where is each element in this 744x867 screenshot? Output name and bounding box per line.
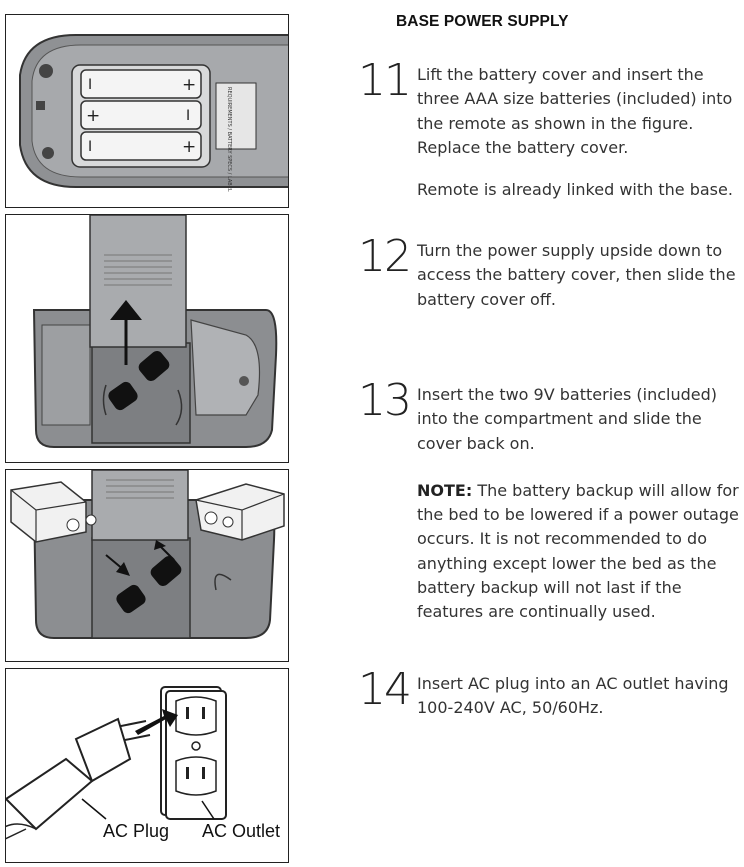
svg-text:I: I	[186, 108, 190, 124]
note-text: The battery backup will allow for the be…	[417, 481, 739, 622]
nine-volt-battery-illustration	[10, 470, 285, 639]
note-label: NOTE:	[417, 481, 473, 500]
power-supply-cover-illustration	[32, 215, 278, 448]
ac-outlet-label: AC Outlet	[202, 821, 280, 841]
step-number: 14	[358, 664, 412, 715]
ac-plug-label: AC Plug	[103, 821, 169, 841]
step-number: 12	[358, 231, 412, 282]
step-text: Lift the battery cover and insert the th…	[417, 65, 733, 158]
aaa-battery-2: + I	[80, 100, 202, 130]
battery-spec-label: REQUIREMENTS / BATTERY SPECS / LABEL	[226, 87, 232, 192]
svg-text:+: +	[182, 137, 196, 157]
svg-text:I: I	[88, 77, 92, 93]
remote-illustration: I + + I I + REQUIREMENTS / BATTERY SPECS…	[19, 34, 288, 192]
figure-ac-plug: AC Plug AC Outlet	[5, 668, 289, 863]
ac-outlet-illustration	[160, 686, 227, 820]
step-text: Turn the power supply upside down to acc…	[417, 241, 736, 309]
section-heading: BASE POWER SUPPLY	[396, 13, 569, 30]
step-number: 11	[358, 55, 412, 106]
figure-remote-batteries: I + + I I + REQUIREMENTS / BATTERY SPECS…	[5, 14, 289, 208]
ac-plug-outlet-illustration: AC Plug AC Outlet	[6, 686, 280, 841]
svg-text:+: +	[182, 75, 196, 95]
figure-9v-batteries	[5, 469, 289, 662]
remote-linked-note: Remote is already linked with the base.	[417, 180, 733, 199]
svg-text:+: +	[86, 106, 100, 126]
figure-cover-slide	[5, 214, 289, 463]
battery-backup-note: NOTE: The battery backup will allow for …	[417, 479, 739, 624]
step-text: Insert AC plug into an AC outlet having …	[417, 674, 729, 718]
nine-volt-battery-left	[10, 481, 97, 543]
step-number: 13	[358, 375, 412, 426]
step-text: Insert the two 9V batteries (included) i…	[417, 385, 718, 453]
aaa-battery-3: I +	[80, 131, 202, 161]
svg-text:I: I	[88, 139, 92, 155]
nine-volt-battery-right	[195, 483, 285, 541]
aaa-battery-1: I +	[80, 69, 202, 99]
ac-plug-illustration	[6, 717, 151, 840]
